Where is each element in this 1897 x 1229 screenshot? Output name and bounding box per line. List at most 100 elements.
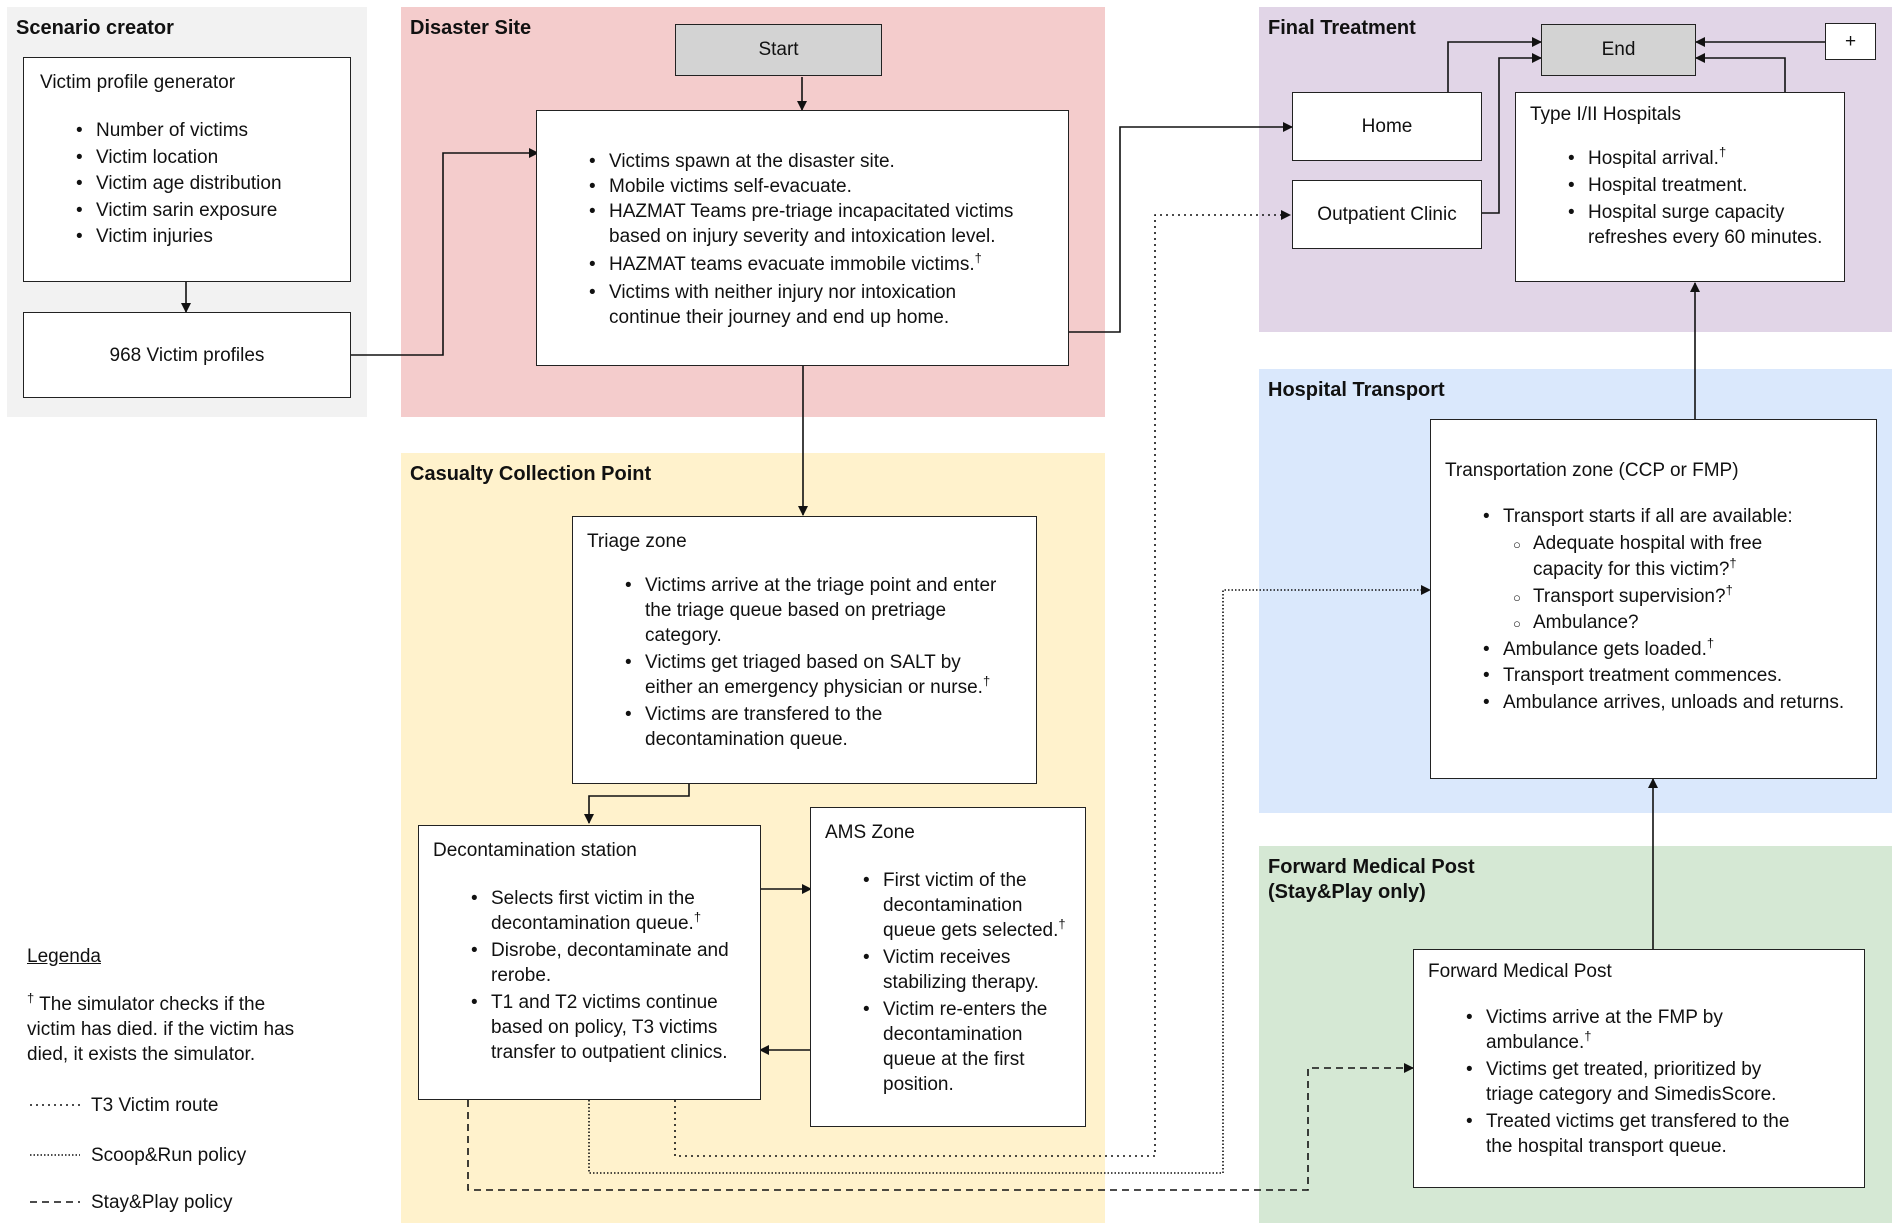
list-item: Disrobe, decontaminate and rerobe. [469,938,729,988]
list-item-text: continue their journey and end up home. [609,307,950,328]
list-item: Victim sarin exposure [74,198,282,225]
list-item: Victims arrive at the triage point and e… [623,573,996,648]
death-check-mark: † [974,250,982,266]
list-item-text: triage category and SimedisScore. [1486,1084,1777,1105]
bullet-list: Victims spawn at the disaster site. Mobi… [587,149,1013,330]
box-title: Victim profile generator [40,72,236,93]
list-item-text: based on policy, T3 victims [491,1017,718,1038]
triage-zone-box: Triage zone Victims arrive at the triage… [572,516,1037,784]
list-item-text: rerobe. [491,965,552,986]
list-item: Victim injuries [74,224,282,251]
list-item-text: queue gets selected. [883,920,1059,941]
list-item-text: Victims are transfered to the [645,704,883,725]
region-title-line: Forward Medical Post [1268,856,1475,878]
arrow-profiles-to-disaster [350,148,539,356]
list-item-text: Victims with neither injury nor intoxica… [609,282,957,303]
death-check-mark: † [1725,582,1733,598]
route-stay-and-play [467,1063,1414,1191]
legend-note-line: The simulator checks if the [39,994,266,1015]
legend-stay-label: Stay&Play policy [91,1192,233,1213]
arrow-triage-to-decon [584,784,690,824]
death-check-mark: † [1706,635,1715,651]
arrow-outpatient-to-end [1482,53,1542,214]
list-item-text: First victim of the [883,870,1027,891]
list-item: Victims with neither injury nor intoxica… [587,280,1013,330]
list-item: HAZMAT Teams pre-triage incapacitated vi… [587,199,1013,249]
list-item-text: Victims arrive at the FMP by [1486,1007,1723,1028]
list-item-text: Victim receives [883,947,1011,968]
bullet-list: Number of victims Victim location Victim… [74,118,282,251]
legend-title: Legenda [27,946,101,967]
arrow-disaster-to-home [1068,122,1293,333]
home-box: Home [1292,92,1482,161]
bullet-list: Selects first victim in thedecontaminati… [469,886,729,1065]
box-label: 968 Victim profiles [109,344,265,366]
list-item-text: HAZMAT teams evacuate immobile victims. [609,254,975,275]
list-item-text: based on injury severity and intoxicatio… [609,226,996,247]
list-item: Transport starts if all are available: [1481,504,1844,531]
death-check-mark: † [982,673,991,689]
list-item-text: Victims get triaged based on SALT by [645,652,961,673]
route-scoop-and-run [588,585,1431,1174]
list-item-text: HAZMAT Teams pre-triage incapacitated vi… [609,201,1014,222]
region-title: Disaster Site [410,17,532,39]
list-item: HAZMAT teams evacuate immobile victims.† [587,252,1013,277]
list-item-sub: Transport supervision?† [1481,582,1844,610]
list-item-text: queue at the first [883,1049,1025,1070]
box-title: Triage zone [587,531,687,552]
list-item-text: stabilizing therapy. [883,972,1039,993]
list-item: Victims are transfered to the decontamina… [623,702,996,752]
list-item: Victims get treated, prioritized bytriag… [1464,1057,1789,1107]
bullet-list: First victim of thedecontaminationqueue … [861,868,1066,1097]
list-item-text: the hospital transport queue. [1486,1136,1727,1157]
list-item: Ambulance gets loaded.† [1481,635,1844,664]
list-item: First victim of thedecontaminationqueue … [861,868,1066,943]
list-item: Mobile victims self-evacuate. [587,174,1013,199]
list-item-text: either an emergency physician or nurse. [645,677,983,698]
death-check-mark: † [1584,1028,1592,1044]
region-title-line: (Stay&Play only) [1268,881,1426,903]
list-item: Number of victims [74,118,282,145]
legend-scoop-label: Scoop&Run policy [91,1145,247,1166]
death-check-mark: † [1718,144,1727,160]
region-title: Forward Medical Post (Stay&Play only) [1268,855,1475,905]
region-title: Hospital Transport [1268,379,1445,401]
list-item-text: Disrobe, decontaminate and [491,940,729,961]
death-check-mark: † [693,909,702,925]
list-item-text: decontamination queue. [645,729,848,750]
decontamination-station-box: Decontamination station Selects first vi… [418,825,761,1100]
death-check-mark: † [27,990,35,1006]
box-title: AMS Zone [825,822,915,843]
list-item: Hospital treatment. [1566,173,1822,198]
box-label: Home [1361,116,1413,137]
region-title: Scenario creator [16,17,174,39]
transportation-zone-box: Transportation zone (CCP or FMP) Transpo… [1430,419,1877,779]
list-item-text: transfer to outpatient clinics. [491,1042,728,1063]
list-item-text: Adequate hospital with free [1533,532,1763,554]
list-item: Hospital arrival.† [1566,146,1822,171]
list-item-text: capacity for this victim? [1533,559,1730,580]
list-item-sub: Adequate hospital with free capacity for … [1481,531,1844,584]
list-item-text: Victim re-enters the [883,999,1048,1020]
box-label: Outpatient Clinic [1317,204,1457,225]
outpatient-clinic-box: Outpatient Clinic [1292,180,1482,249]
list-item: Victims arrive at the FMP by ambulance.† [1464,1005,1789,1055]
list-item: Selects first victim in thedecontaminati… [469,886,729,936]
hospitals-box: Type I/II Hospitals Hospital arrival.† H… [1515,92,1845,282]
list-item-text: Victims arrive at the triage point and e… [645,575,997,596]
list-item-text: ambulance. [1486,1032,1585,1053]
list-item: Transport treatment commences. [1481,663,1844,690]
bullet-list: Victims arrive at the FMP byambulance.† … [1464,1005,1789,1159]
death-check-mark: † [1729,555,1737,571]
list-item-text: Selects first victim in the [491,888,695,909]
list-item-text: Ambulance gets loaded. [1503,638,1707,660]
dagger-icon: + [1844,31,1857,52]
list-item: Victim location [74,145,282,172]
list-item-text: category. [645,625,722,646]
end-label: End [1601,39,1636,60]
start-node: Start [675,24,882,76]
legend-t3-label: T3 Victim route [91,1095,219,1116]
route-t3-to-outpatient [674,210,1291,1157]
